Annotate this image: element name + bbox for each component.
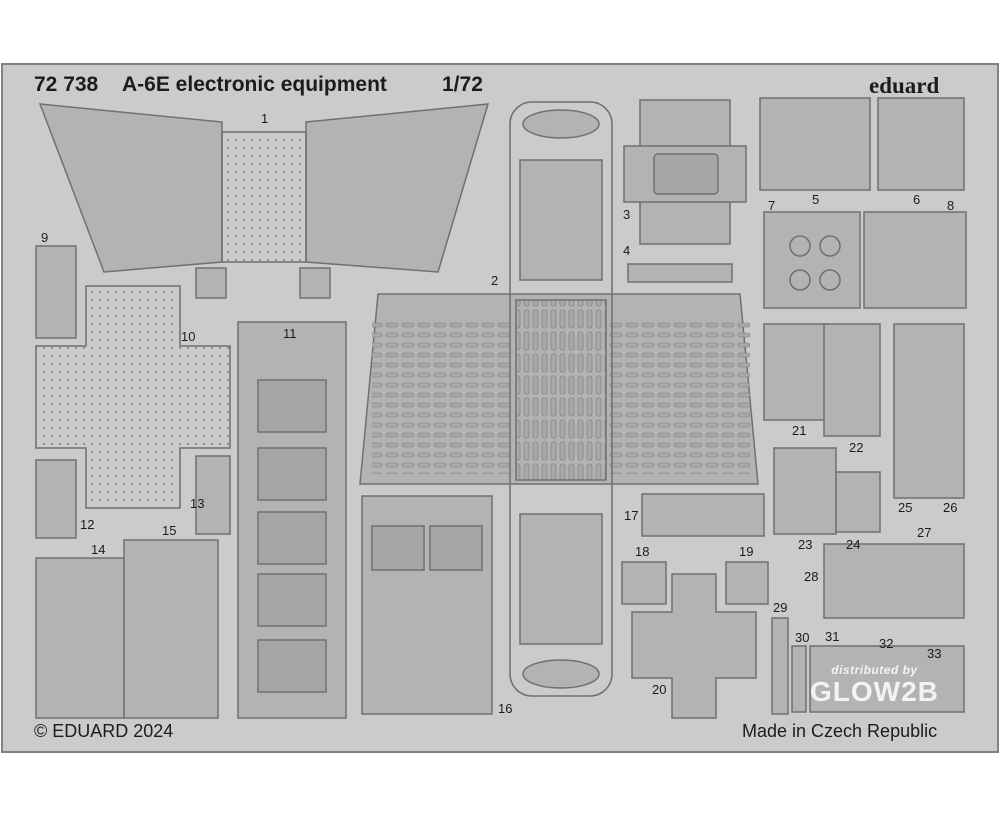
- part-number-4: 4: [623, 243, 631, 258]
- part-number-17: 17: [624, 508, 639, 523]
- part-number-26: 26: [943, 500, 958, 515]
- part-18: [621, 561, 667, 605]
- part-number-10: 10: [181, 329, 196, 344]
- origin: Made in Czech Republic: [742, 721, 938, 741]
- part-number-19: 19: [739, 544, 754, 559]
- copyright: © EDUARD 2024: [34, 721, 174, 741]
- part-11-bay: [257, 511, 327, 565]
- part-2-top-lens: [522, 109, 600, 139]
- distributor-watermark: distributed by GLOW2B: [810, 664, 939, 706]
- part-number-24: 24: [846, 537, 861, 552]
- part-number-11: 11: [283, 326, 297, 341]
- part-number-27: 27: [917, 525, 932, 540]
- part-7: [763, 211, 861, 309]
- part-31-33: [809, 645, 965, 713]
- part-number-12: 12: [80, 517, 95, 532]
- part-15: [123, 539, 219, 719]
- watermark-line-1: distributed by: [831, 663, 918, 677]
- part-19: [725, 561, 769, 605]
- part-21: [763, 323, 829, 421]
- part-13: [195, 455, 231, 535]
- part-7-dial: [819, 269, 841, 291]
- part-number-18: 18: [635, 544, 650, 559]
- part-6: [877, 97, 965, 191]
- part-24: [835, 471, 881, 533]
- part-number-14: 14: [91, 542, 106, 557]
- part-12: [35, 459, 77, 539]
- part-7-dial: [789, 269, 811, 291]
- part-11-bay: [257, 447, 327, 501]
- part-number-16: 16: [498, 701, 513, 716]
- part-14: [35, 557, 125, 719]
- product-code: 72 738: [34, 73, 99, 96]
- part-25-26: [893, 323, 965, 499]
- part-22: [823, 323, 881, 437]
- part-9: [35, 245, 77, 339]
- part-number-22: 22: [849, 440, 864, 455]
- scale: 1/72: [442, 73, 483, 96]
- part-23: [773, 447, 837, 535]
- part-7-dial: [819, 235, 841, 257]
- part-number-30: 30: [795, 630, 810, 645]
- part-7-dial: [789, 235, 811, 257]
- part-11-bay: [257, 639, 327, 693]
- part-1-right-tab: [299, 267, 331, 299]
- part-8: [863, 211, 967, 309]
- part-number-6: 6: [913, 192, 921, 207]
- part-11-bay: [257, 379, 327, 433]
- part-number-13: 13: [190, 496, 205, 511]
- part-number-15: 15: [162, 523, 177, 538]
- part-29: [771, 617, 789, 715]
- part-17: [641, 493, 765, 537]
- part-number-9: 9: [41, 230, 49, 245]
- part-number-3: 3: [623, 207, 631, 222]
- part-16-window: [429, 525, 483, 571]
- part-11-bay: [257, 573, 327, 627]
- part-number-32: 32: [879, 636, 894, 651]
- part-1-center-panel: [221, 131, 307, 263]
- part-2-lower-module: [519, 513, 603, 645]
- part-number-25: 25: [898, 500, 913, 515]
- part-number-31: 31: [825, 629, 840, 644]
- part-10: [35, 285, 231, 509]
- part-3-window: [653, 153, 719, 195]
- part-number-29: 29: [773, 600, 788, 615]
- part-number-21: 21: [792, 423, 807, 438]
- part-1-left-tab: [195, 267, 227, 299]
- part-number-2: 2: [491, 273, 499, 288]
- part-number-8: 8: [947, 198, 955, 213]
- part-2-upper-module: [519, 159, 603, 281]
- part-2-spine: [509, 101, 613, 697]
- part-number-7: 7: [768, 198, 776, 213]
- part-5: [759, 97, 871, 191]
- part-number-5: 5: [812, 192, 820, 207]
- part-number-1: 1: [261, 111, 269, 126]
- part-20: [631, 573, 757, 719]
- part-number-28: 28: [804, 569, 819, 584]
- part-27-28: [823, 543, 965, 619]
- watermark-line-2: GLOW2B: [810, 676, 939, 707]
- part-number-20: 20: [652, 682, 667, 697]
- part-30: [791, 645, 807, 713]
- product-name: A-6E electronic equipment: [122, 73, 387, 96]
- part-2-center-slots: [515, 299, 607, 481]
- part-number-23: 23: [798, 537, 813, 552]
- part-4: [627, 263, 733, 283]
- part-number-33: 33: [927, 646, 942, 661]
- part-2-left-vents: [372, 318, 512, 474]
- part-2-bottom-lens: [522, 659, 600, 689]
- brand-logo: eduard: [869, 73, 940, 98]
- part-2-right-vents: [608, 318, 750, 474]
- part-16-window: [371, 525, 425, 571]
